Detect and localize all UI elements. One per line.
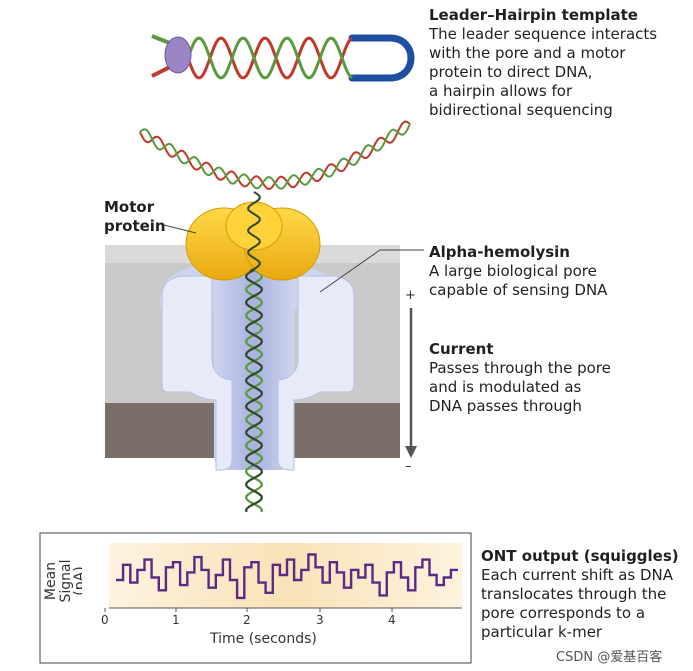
plot-x-label: Time (seconds) — [210, 631, 317, 647]
x-tick-1: 1 — [172, 613, 180, 627]
incoming-dna-red — [139, 120, 411, 191]
current-minus-sign: – — [405, 459, 412, 474]
leader-line-4: a hairpin allows for — [429, 82, 573, 100]
pore-left-wall — [161, 275, 233, 471]
x-tick-marks — [104, 608, 393, 612]
motor-dna-strand — [247, 191, 261, 273]
dna-strand-green — [186, 36, 353, 80]
x-tick-3: 3 — [316, 613, 324, 627]
leader-line-5: bidirectional sequencing — [429, 101, 613, 119]
x-tick-0: 0 — [101, 613, 109, 627]
plot-frame — [39, 532, 472, 664]
leader-line-1: The leader sequence interacts — [429, 25, 658, 43]
current-annotation: Current Passes through the pore and is m… — [429, 340, 691, 416]
motor-label-line-1: Motor — [104, 198, 155, 216]
hemolysin-line-2: capable of sensing DNA — [429, 281, 608, 299]
ylabel-line-3: (pA) — [72, 566, 82, 595]
leader-line-3: protein to direct DNA, — [429, 63, 593, 81]
x-tick-4: 4 — [388, 613, 396, 627]
x-tick-2: 2 — [243, 613, 251, 627]
squiggle-trace — [116, 553, 458, 600]
pore-channel — [214, 270, 294, 470]
leader-hairpin-title: Leader–Hairpin template — [429, 6, 638, 24]
dna-strand-red — [186, 36, 353, 80]
pore-dna-strand-green — [244, 269, 264, 513]
ont-output-annotation: ONT output (squiggles) Each current shif… — [481, 547, 691, 642]
motor-protein-label: Motor protein — [104, 198, 184, 236]
alpha-hemolysin-title: Alpha-hemolysin — [429, 243, 570, 261]
leader-line-2: with the pore and a motor — [429, 44, 626, 62]
leader-hairpin-template — [151, 34, 415, 82]
incoming-dna-green — [139, 123, 411, 190]
current-plus-sign: + — [405, 288, 416, 303]
pore-right-wall — [277, 275, 355, 471]
ylabel-line-1: Mean — [43, 562, 59, 600]
watermark: CSDN @爱基百客 — [556, 650, 663, 665]
leader-adapter-protein — [164, 36, 192, 74]
ont-line-3: pore corresponds to a — [481, 604, 646, 622]
current-arrow-head — [405, 446, 417, 458]
leader-hairpin-annotation: Leader–Hairpin template The leader seque… — [429, 6, 691, 120]
pore-dna-strand-dark — [244, 269, 264, 513]
plot-y-label: Mean Signal (pA) — [43, 559, 82, 602]
ont-line-4: particular k-mer — [481, 623, 603, 641]
ont-line-2: translocates through the — [481, 585, 667, 603]
ont-output-title: ONT output (squiggles) — [481, 547, 679, 565]
hemolysin-leader-line — [319, 249, 424, 293]
motor-label-line-2: protein — [104, 217, 166, 235]
current-title: Current — [429, 340, 494, 358]
ylabel-line-2: Signal — [58, 559, 74, 602]
alpha-hemolysin-annotation: Alpha-hemolysin A large biological pore … — [429, 243, 691, 300]
ont-line-1: Each current shift as DNA — [481, 566, 674, 584]
current-line-2: and is modulated as — [429, 378, 582, 396]
hairpin-loop — [348, 34, 415, 82]
hemolysin-line-1: A large biological pore — [429, 262, 597, 280]
current-line-1: Passes through the pore — [429, 359, 611, 377]
current-line-3: DNA passes through — [429, 397, 582, 415]
motor-leader-line — [163, 224, 197, 234]
